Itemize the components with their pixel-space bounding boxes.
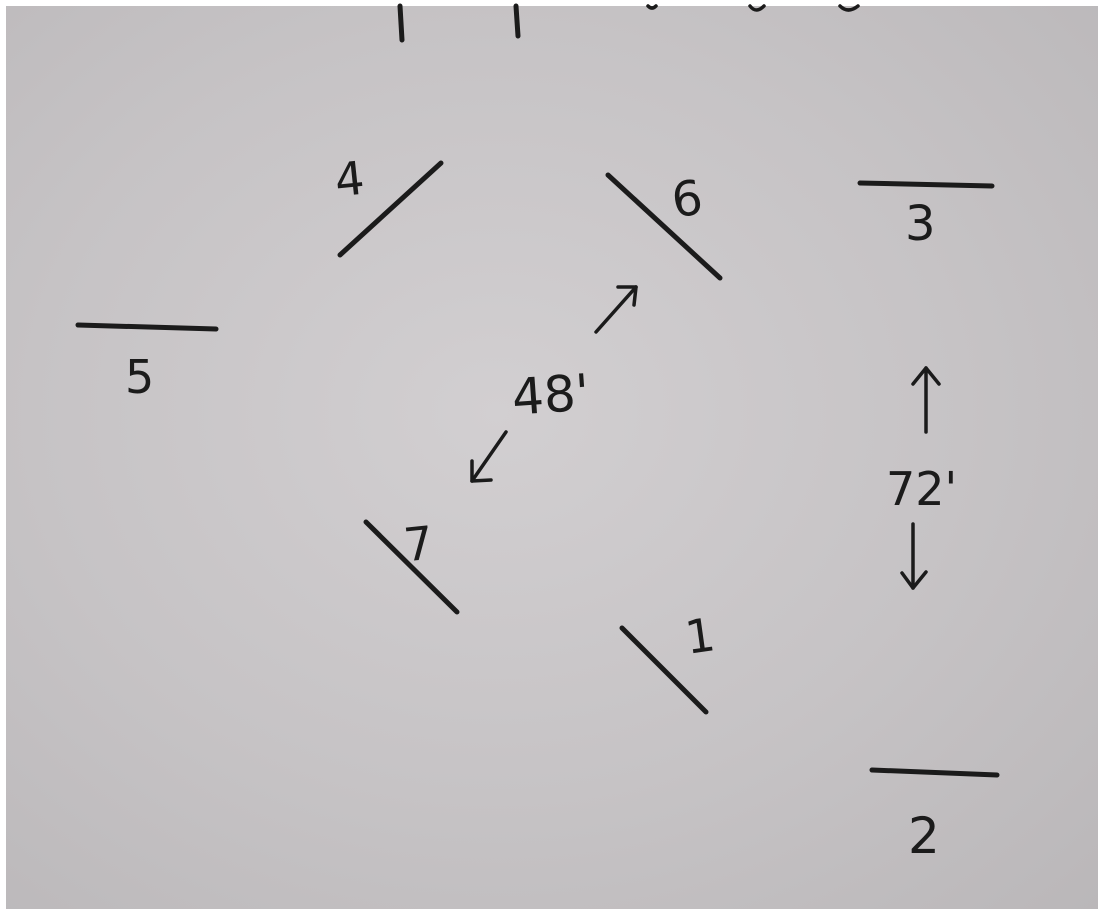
top-edge-mark — [397, 3, 405, 43]
distance-label-48: 48' — [510, 363, 591, 426]
diagonal-dimension: 48' — [470, 285, 638, 483]
vertical-dimension: 72' — [886, 366, 957, 590]
station-label-5: 5 — [125, 350, 154, 404]
top-edge-mark — [838, 4, 860, 12]
station-label-6: 6 — [668, 170, 706, 230]
paper-sheet — [6, 6, 1098, 909]
arrow-up-right-head-icon — [616, 285, 638, 307]
station-label-2: 2 — [908, 807, 940, 865]
top-edge-mark — [513, 3, 521, 39]
arrow-down-left-icon — [470, 430, 508, 483]
arrow-down-head-icon — [900, 570, 928, 590]
station-1-line — [619, 625, 709, 715]
station-7-line — [363, 519, 460, 615]
station-4-line — [337, 160, 444, 258]
station-label-3: 3 — [905, 196, 936, 252]
station-3-line — [857, 180, 995, 189]
distance-label-72: 72' — [886, 462, 957, 516]
station-label-7: 7 — [401, 516, 436, 573]
arrow-up-head-icon — [911, 366, 941, 386]
station-5-line — [75, 322, 219, 332]
station-6-line — [605, 172, 723, 281]
station-label-4: 4 — [332, 151, 367, 208]
arrow-up-right-icon — [594, 285, 638, 334]
station-2-line — [869, 767, 1000, 778]
station-label-1: 1 — [682, 607, 719, 665]
top-edge-mark — [748, 4, 766, 12]
top-edge-mark — [646, 4, 658, 10]
arrow-down-left-head-icon — [470, 459, 493, 483]
